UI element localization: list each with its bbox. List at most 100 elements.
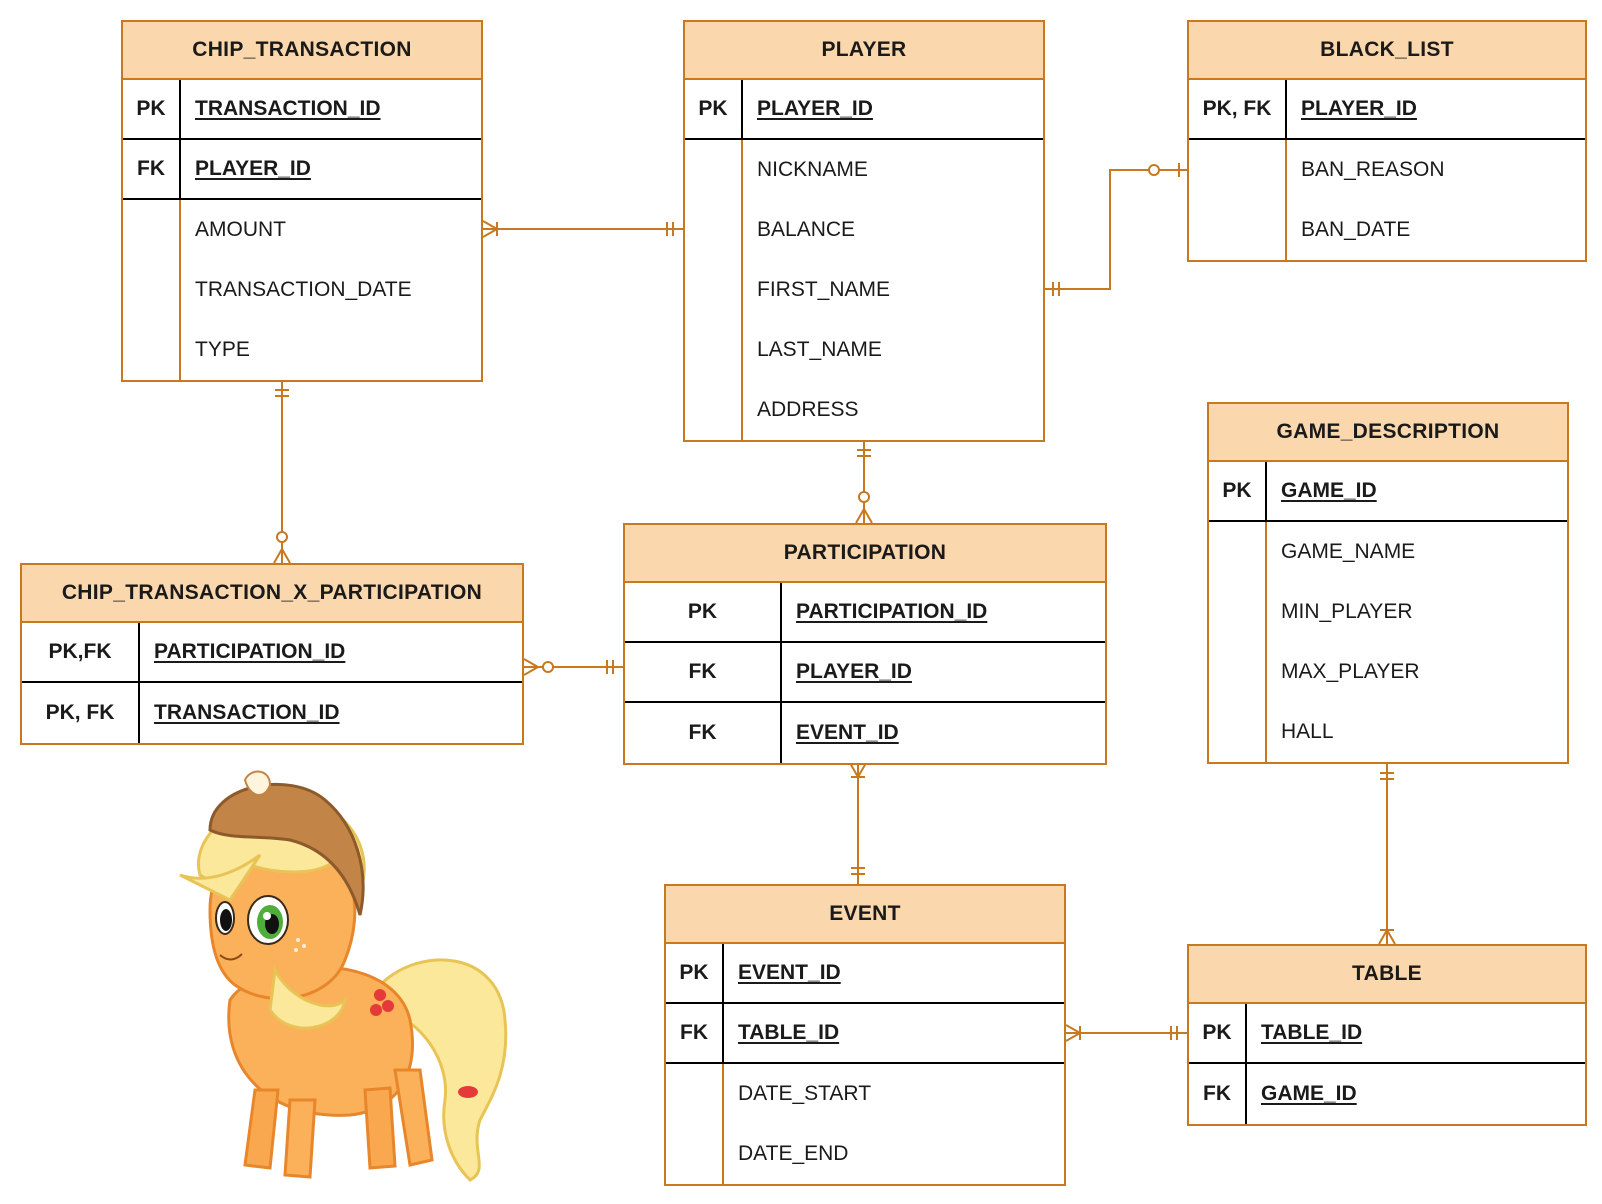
attribute-name: HALL	[1281, 720, 1334, 743]
event-key-row[interactable]: FK TABLE_ID	[666, 1004, 1064, 1064]
player-attribute-row[interactable]: NICKNAME	[685, 140, 1043, 200]
attribute-name: BAN_DATE	[1301, 218, 1411, 241]
black-list-attribute-row[interactable]: BAN_REASON	[1189, 140, 1585, 200]
game-description-attribute-row[interactable]: MIN_PLAYER	[1209, 582, 1567, 642]
crow-foot-marker	[849, 762, 859, 778]
crow-foot-marker	[1065, 1032, 1081, 1042]
key-field-name: GAME_ID	[1281, 479, 1377, 502]
empty-key-cell	[1209, 702, 1267, 762]
black-list-attribute-row[interactable]: BAN_DATE	[1189, 200, 1585, 260]
key-field-name: PARTICIPATION_ID	[154, 640, 346, 663]
empty-key-cell	[685, 380, 743, 440]
key-type-label: FK	[666, 1004, 724, 1062]
attribute-name: MIN_PLAYER	[1281, 600, 1413, 623]
key-field-name: TABLE_ID	[738, 1021, 840, 1044]
key-type-label: PK	[1209, 462, 1267, 520]
crow-foot-marker	[857, 762, 867, 778]
attribute-name: LAST_NAME	[757, 338, 882, 361]
crow-foot-marker	[482, 220, 498, 230]
game-description-attribute-row[interactable]: GAME_NAME	[1209, 522, 1567, 582]
chip-transaction-attribute-row[interactable]: TRANSACTION_DATE	[123, 260, 481, 320]
key-field-name: TABLE_ID	[1261, 1021, 1363, 1044]
attribute-name: FIRST_NAME	[757, 278, 891, 301]
key-type-label: FK	[1189, 1064, 1247, 1124]
crow-foot-marker	[482, 228, 498, 238]
game-description-attribute-row[interactable]: HALL	[1209, 702, 1567, 762]
chip-transaction-x-participation-title: CHIP_TRANSACTION_X_PARTICIPATION	[22, 565, 522, 623]
attribute-name: MAX_PLAYER	[1281, 660, 1420, 683]
attribute-name: AMOUNT	[195, 218, 286, 241]
player-title: PLAYER	[685, 22, 1043, 80]
event-attribute-row[interactable]: DATE_START	[666, 1064, 1064, 1124]
empty-key-cell	[685, 320, 743, 380]
empty-key-cell	[685, 260, 743, 320]
chip-transaction-x-participation-key-row[interactable]: PK, FK TRANSACTION_ID	[22, 683, 522, 743]
crow-foot-marker	[1378, 929, 1388, 945]
chip-transaction-attribute-row[interactable]: TYPE	[123, 320, 481, 380]
player-attribute-row[interactable]: LAST_NAME	[685, 320, 1043, 380]
zero-marker	[1148, 164, 1160, 176]
empty-key-cell	[685, 200, 743, 260]
key-type-label: PK	[685, 80, 743, 138]
empty-key-cell	[666, 1124, 724, 1184]
chip-transaction-x-participation-key-row[interactable]: PK,FK PARTICIPATION_ID	[22, 623, 522, 683]
crow-foot-marker	[863, 508, 873, 524]
key-type-label: FK	[123, 140, 181, 198]
key-type-label: PK	[625, 583, 782, 641]
crow-foot-marker	[855, 508, 865, 524]
participation-title: PARTICIPATION	[625, 525, 1105, 583]
attribute-name: GAME_NAME	[1281, 540, 1416, 563]
key-field-name: GAME_ID	[1261, 1082, 1357, 1105]
event-attribute-row[interactable]: DATE_END	[666, 1124, 1064, 1184]
player-attribute-row[interactable]: BALANCE	[685, 200, 1043, 260]
empty-key-cell	[685, 140, 743, 200]
chip-transaction-title: CHIP_TRANSACTION	[123, 22, 481, 80]
game-description-attribute-row[interactable]: MAX_PLAYER	[1209, 642, 1567, 702]
chip-transaction-key-row[interactable]: PK TRANSACTION_ID	[123, 80, 481, 140]
key-field-name: TRANSACTION_ID	[195, 97, 381, 120]
crow-foot-marker	[1386, 929, 1396, 945]
crow-foot-marker	[273, 548, 283, 564]
chip-transaction-attribute-row[interactable]: AMOUNT	[123, 200, 481, 260]
key-type-label: PK, FK	[22, 683, 140, 743]
attribute-name: BAN_REASON	[1301, 158, 1445, 181]
player-attribute-row[interactable]: ADDRESS	[685, 380, 1043, 440]
key-field-name: EVENT_ID	[738, 961, 841, 984]
cartoon-pony-icon	[179, 770, 508, 1182]
game-description-title: GAME_DESCRIPTION	[1209, 404, 1567, 462]
key-type-label: FK	[625, 703, 782, 763]
game-description-key-row[interactable]: PK GAME_ID	[1209, 462, 1567, 522]
key-field-name: TRANSACTION_ID	[154, 701, 340, 724]
attribute-name: NICKNAME	[757, 158, 868, 181]
key-type-label: PK	[123, 80, 181, 138]
crow-foot-marker	[281, 548, 291, 564]
zero-marker	[858, 491, 870, 503]
table-title: TABLE	[1189, 946, 1585, 1004]
empty-key-cell	[1209, 582, 1267, 642]
attribute-name: TRANSACTION_DATE	[195, 278, 412, 301]
key-type-label: PK,FK	[22, 623, 140, 681]
table-key-row[interactable]: FK GAME_ID	[1189, 1064, 1585, 1124]
empty-key-cell	[1209, 522, 1267, 582]
player-attribute-row[interactable]: FIRST_NAME	[685, 260, 1043, 320]
empty-key-cell	[666, 1064, 724, 1124]
zero-marker	[542, 661, 554, 673]
event-title: EVENT	[666, 886, 1064, 944]
